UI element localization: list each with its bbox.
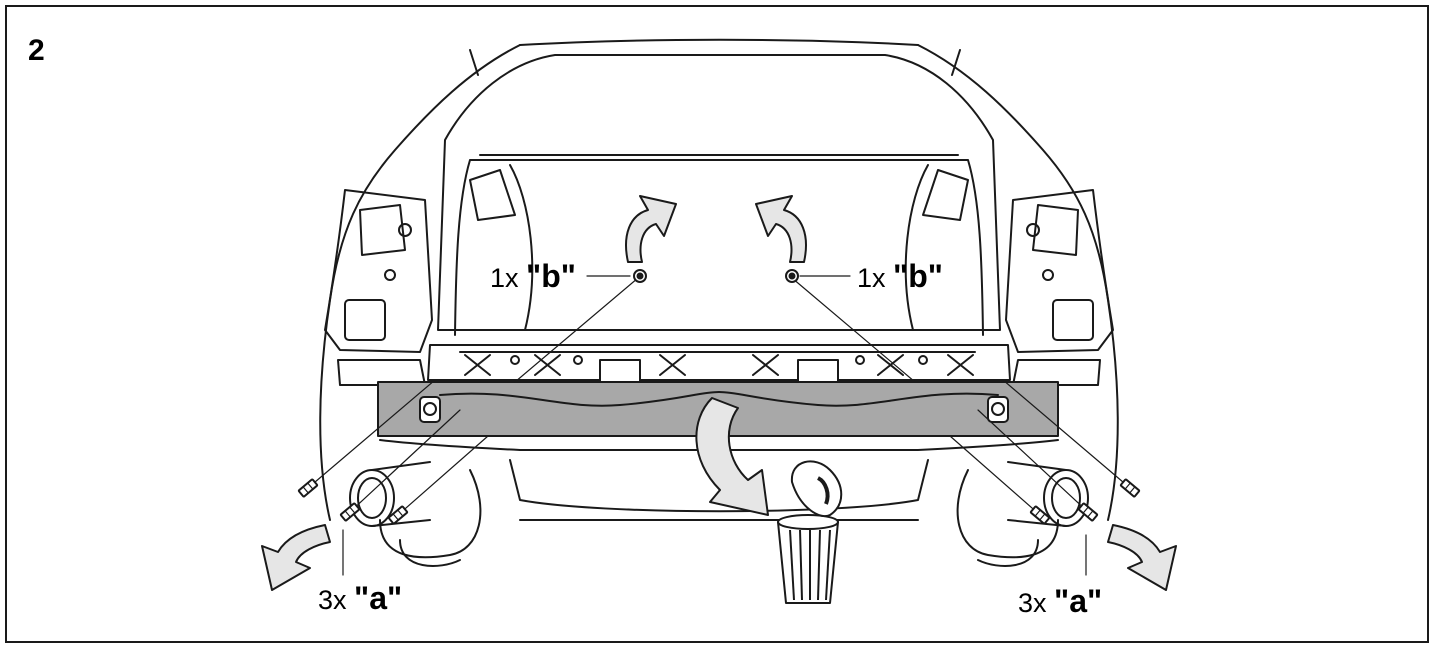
callout-code: "a" — [354, 580, 403, 616]
bolt-leader-lines — [307, 275, 1131, 576]
left-exhaust — [349, 461, 482, 567]
curved-arrow-icon — [261, 524, 331, 591]
callout-code: "b" — [526, 258, 576, 294]
right-exhaust — [956, 461, 1089, 567]
bolt-icon — [1119, 478, 1141, 498]
diagram-frame — [5, 5, 1429, 643]
callout-quantity: 3x — [1018, 588, 1047, 618]
nut-icon — [785, 269, 799, 283]
curved-arrow-icon — [1107, 524, 1177, 591]
callout-quantity: 1x — [857, 263, 886, 293]
callout-a-left: 3x "a" — [318, 582, 402, 614]
callout-b-right: 1x "b" — [857, 260, 943, 292]
car-body-outline — [319, 38, 1119, 521]
callout-a-right: 3x "a" — [1018, 585, 1102, 617]
callout-code: "a" — [1054, 583, 1103, 619]
bolt-icon — [297, 478, 319, 498]
callout-code: "b" — [893, 258, 943, 294]
trash-bin-icon — [777, 460, 843, 604]
curved-arrow-icon — [695, 397, 769, 516]
nut-icon — [633, 269, 647, 283]
step-number: 2 — [28, 34, 45, 67]
curved-arrow-icon — [625, 195, 677, 263]
mount-brackets — [464, 354, 974, 383]
callout-b-left: 1x "b" — [490, 260, 576, 292]
curved-arrow-icon — [755, 195, 807, 263]
callout-quantity: 3x — [318, 585, 347, 615]
callout-quantity: 1x — [490, 263, 519, 293]
